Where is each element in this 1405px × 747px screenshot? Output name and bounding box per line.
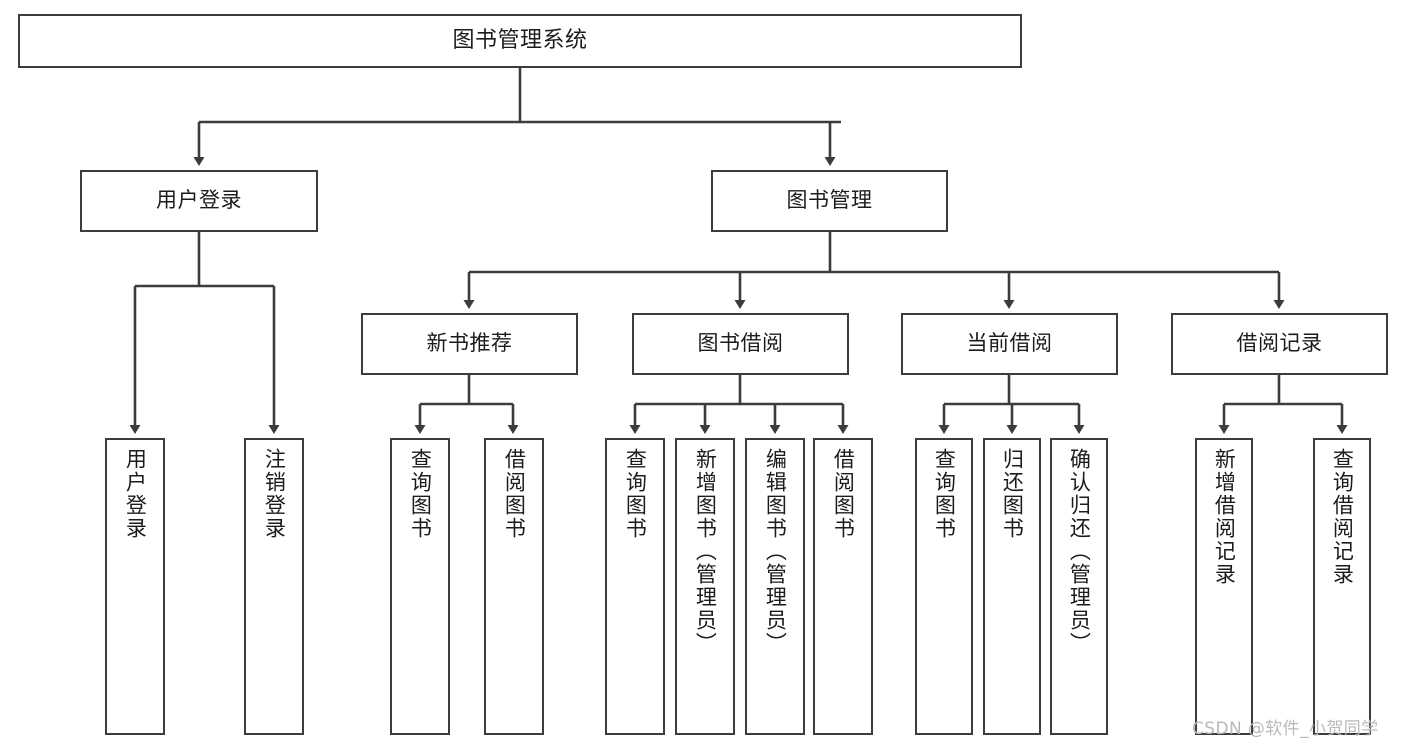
node-label: 新增借阅记录 — [1212, 448, 1237, 586]
node-leaf-query-record[interactable]: 查询借阅记录 — [1313, 438, 1371, 735]
node-leaf-add-book[interactable]: 新增图书（管理员） — [675, 438, 735, 735]
node-current-borrow[interactable]: 当前借阅 — [901, 313, 1118, 375]
node-label: 借阅记录 — [1236, 331, 1323, 356]
node-leaf-user-login[interactable]: 用户登录 — [105, 438, 165, 735]
node-label: 用户登录 — [123, 448, 148, 540]
node-label: 新书推荐 — [426, 331, 513, 356]
node-label: 查询图书 — [932, 448, 957, 540]
node-label: 注销登录 — [262, 448, 287, 540]
node-leaf-borrow-book-rec[interactable]: 借阅图书 — [484, 438, 544, 735]
node-label: 查询图书 — [623, 448, 648, 540]
watermark: CSDN @软件_小贺同学 — [1192, 719, 1379, 739]
node-leaf-borrow-book[interactable]: 借阅图书 — [813, 438, 873, 735]
node-book-mgmt[interactable]: 图书管理 — [711, 170, 948, 232]
node-label: 当前借阅 — [966, 331, 1053, 356]
node-leaf-add-record[interactable]: 新增借阅记录 — [1195, 438, 1253, 735]
node-label: 图书管理系统 — [452, 27, 588, 53]
node-leaf-edit-book[interactable]: 编辑图书（管理员） — [745, 438, 805, 735]
node-label: 借阅图书 — [831, 448, 856, 540]
node-label: 新增图书（管理员） — [693, 448, 718, 655]
node-label: 图书管理 — [786, 188, 873, 213]
node-leaf-return-book[interactable]: 归还图书 — [983, 438, 1041, 735]
node-leaf-query-book-rec[interactable]: 查询图书 — [390, 438, 450, 735]
node-label: 借阅图书 — [502, 448, 527, 540]
node-leaf-confirm-return[interactable]: 确认归还（管理员） — [1050, 438, 1108, 735]
node-label: 查询图书 — [408, 448, 433, 540]
node-new-book-recommend[interactable]: 新书推荐 — [361, 313, 578, 375]
node-user-login[interactable]: 用户登录 — [80, 170, 318, 232]
node-leaf-query-book-borrow[interactable]: 查询图书 — [605, 438, 665, 735]
node-label: 归还图书 — [1000, 448, 1025, 540]
node-label: 确认归还（管理员） — [1067, 448, 1092, 655]
node-book-borrow[interactable]: 图书借阅 — [632, 313, 849, 375]
node-borrow-record[interactable]: 借阅记录 — [1171, 313, 1388, 375]
node-root-system[interactable]: 图书管理系统 — [18, 14, 1022, 68]
node-label: 图书借阅 — [697, 331, 784, 356]
node-leaf-logout[interactable]: 注销登录 — [244, 438, 304, 735]
node-label: 查询借阅记录 — [1330, 448, 1355, 586]
node-label: 编辑图书（管理员） — [763, 448, 788, 655]
node-leaf-query-book-cur[interactable]: 查询图书 — [915, 438, 973, 735]
node-label: 用户登录 — [156, 188, 242, 213]
